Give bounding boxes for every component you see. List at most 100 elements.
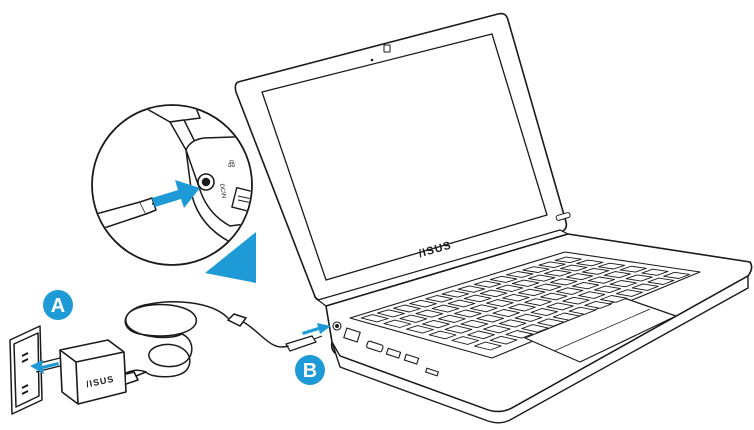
keyboard-key [463, 294, 492, 303]
side-ports [332, 321, 440, 377]
keyboard-key [550, 278, 578, 286]
svg-text:DCIN: DCIN [218, 183, 226, 198]
keyboard-key [625, 274, 653, 282]
keyboard-key [489, 275, 518, 283]
keyboard-key [399, 314, 428, 323]
keyboard-key [552, 312, 581, 321]
keyboard-key [609, 280, 637, 288]
keyboard-key [476, 314, 505, 323]
keyboard-key [663, 271, 691, 279]
keyboard-key [522, 266, 550, 273]
keyboard-key [441, 290, 470, 298]
keyboard-key [495, 284, 524, 292]
keyboard-key [467, 330, 495, 340]
keyboard-key [578, 291, 606, 299]
marker-b-label: B [303, 360, 317, 382]
keyboard-key [593, 285, 622, 294]
keyboard-key [518, 288, 546, 297]
keyboard-key [451, 336, 480, 345]
keyboard-key [540, 292, 568, 301]
usb-port-icon [385, 347, 402, 359]
webcam-icon [383, 44, 391, 53]
marker-a-circle [43, 290, 73, 320]
marker-b: B [295, 355, 325, 385]
keyboard-key [587, 276, 616, 284]
keyboard-key [406, 325, 434, 334]
keyboard-key [415, 309, 444, 318]
marker-a-label: A [51, 295, 65, 317]
keyboard-key [428, 330, 457, 340]
keyboard-key [566, 273, 594, 281]
keyboard-key [422, 319, 450, 329]
ethernet-port-icon [231, 186, 251, 214]
keyboard-key [571, 281, 600, 290]
keyboard-key [486, 299, 514, 307]
keyboard-key [393, 304, 421, 313]
keyboard-key [603, 271, 631, 279]
laptop-screen [261, 33, 548, 281]
keyboard-key [530, 308, 558, 317]
keyboard-key [556, 287, 584, 295]
power-cord-icon [123, 301, 289, 378]
keyboard-key [409, 299, 437, 308]
keyboard-key [483, 324, 511, 334]
keyboard-key [615, 289, 643, 297]
keyboard-key [479, 289, 508, 298]
keyboard-key [514, 313, 543, 322]
keyboard-key [534, 283, 562, 291]
keyboard-key [568, 306, 596, 315]
keyboard-key [546, 302, 574, 311]
keyboard-key [425, 295, 453, 303]
keyboard-key [502, 293, 530, 302]
keyboard-key [383, 319, 412, 328]
svg-text:品: 品 [228, 160, 235, 168]
keyboard-keys [360, 256, 691, 351]
keyboard-key [537, 318, 565, 327]
keyboard-key [460, 319, 489, 329]
wall-socket [0, 292, 43, 430]
keyboard-key [521, 324, 549, 333]
keyboard-key [528, 274, 556, 282]
plug-in-arrow-zoom [152, 180, 200, 208]
keyboard-key [544, 269, 572, 277]
keyboard-key [584, 300, 612, 309]
keyboard-key [474, 341, 502, 351]
keyboard-key [647, 277, 675, 285]
keyboard-key [524, 298, 552, 306]
card-reader-icon [424, 367, 440, 377]
keyboard-key [431, 304, 460, 313]
dc-plug [285, 335, 323, 352]
keyboard-key [560, 264, 588, 272]
keyboard-key [492, 309, 520, 318]
keyboard-key [554, 256, 582, 264]
keyboard-key [538, 261, 566, 269]
keyboard-key [576, 259, 604, 267]
keyboard-key [360, 314, 389, 323]
keyboard-key [505, 330, 534, 339]
keyboard-key [641, 268, 669, 276]
ethernet-port-icon [343, 327, 361, 343]
keyboard-key [438, 314, 466, 323]
marker-a: A [43, 290, 73, 320]
keyboard-key [473, 280, 502, 288]
keyboard-key [631, 283, 659, 291]
plug-in-arrow-b [302, 323, 331, 335]
keyboard-key [457, 285, 486, 293]
keyboard-key [581, 267, 610, 275]
keyboard-key [470, 304, 498, 313]
power-adapter-icon [35, 339, 147, 405]
usb-port-icon [403, 353, 420, 365]
keyboard-key [447, 299, 476, 308]
keyboard-key [597, 262, 626, 270]
hdmi-port-icon [366, 340, 384, 353]
keyboard-key [489, 335, 518, 345]
keyboard-key [506, 271, 534, 278]
marker-b-circle [295, 355, 325, 385]
power-button [555, 212, 571, 221]
plug-in-arrow-a [30, 360, 59, 374]
keyboard-key [444, 325, 473, 334]
keyboard-key [376, 309, 405, 318]
keyboard-key [508, 303, 536, 312]
